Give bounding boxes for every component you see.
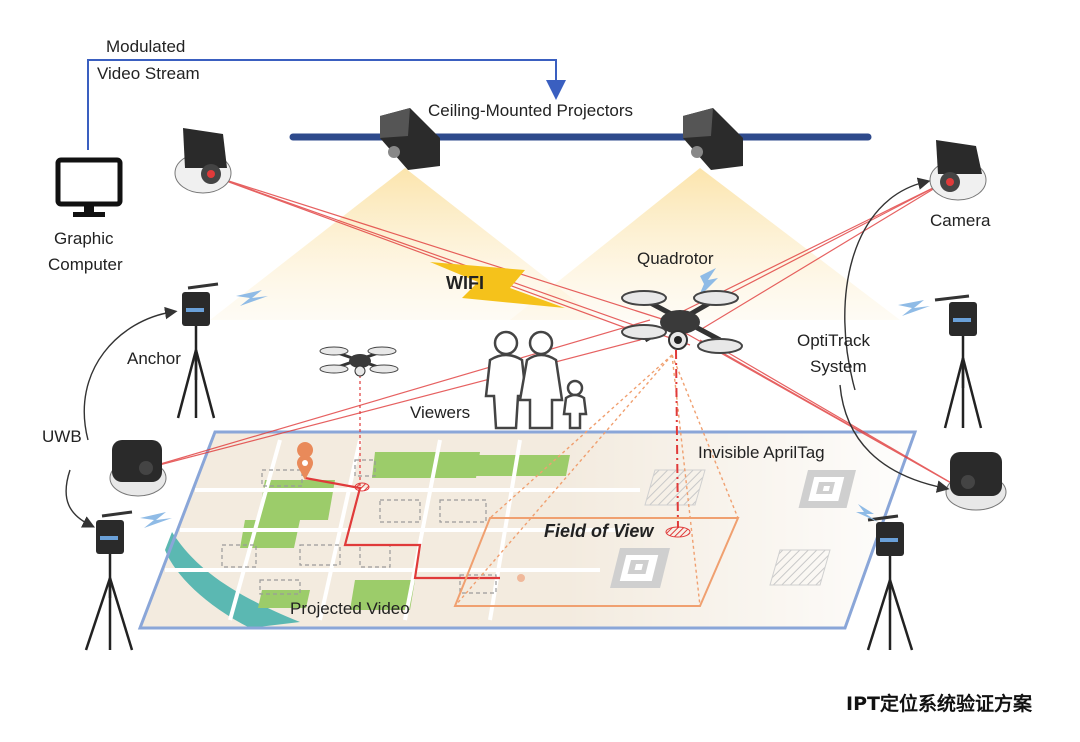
graphic-label: Graphic [54,229,114,248]
field-of-view-label: Field of View [544,521,654,541]
video-stream-label: Video Stream [97,64,200,83]
modulated-label: Modulated [106,37,185,56]
curved-arrows [65,177,950,528]
camera-label: Camera [930,211,991,230]
system-label: System [810,357,867,376]
video-stream-connector [87,59,566,150]
projected-floor [137,430,918,630]
uwb-anchor-icon [84,282,983,651]
uwb-label: UWB [42,427,82,446]
projector-icon [380,108,743,170]
tripod-icon [176,326,216,419]
apriltag-icon [610,469,856,588]
wifi-label: WIFI [446,273,484,293]
viewers-label: Viewers [410,403,470,422]
monitor-icon [55,157,123,217]
computer-label: Computer [48,255,123,274]
caption: IPT定位系统验证方案 [846,692,1033,715]
field-of-view-region [359,349,740,607]
drone-icon [621,290,743,354]
projected-video-label: Projected Video [290,599,410,618]
family-icon [484,330,588,430]
invisible-apriltag-label: Invisible AprilTag [698,443,825,462]
optitrack-label: OptiTrack [797,331,871,350]
drone-icon [319,346,399,377]
ceiling-projectors-label: Ceiling-Mounted Projectors [428,101,633,120]
wifi-bolt [430,262,565,308]
wireless-signal-icon [140,268,930,528]
projection-frame [137,430,918,630]
quadrotor-label: Quadrotor [637,249,714,268]
anchor-label: Anchor [127,349,181,368]
camera-icon [109,128,1007,511]
